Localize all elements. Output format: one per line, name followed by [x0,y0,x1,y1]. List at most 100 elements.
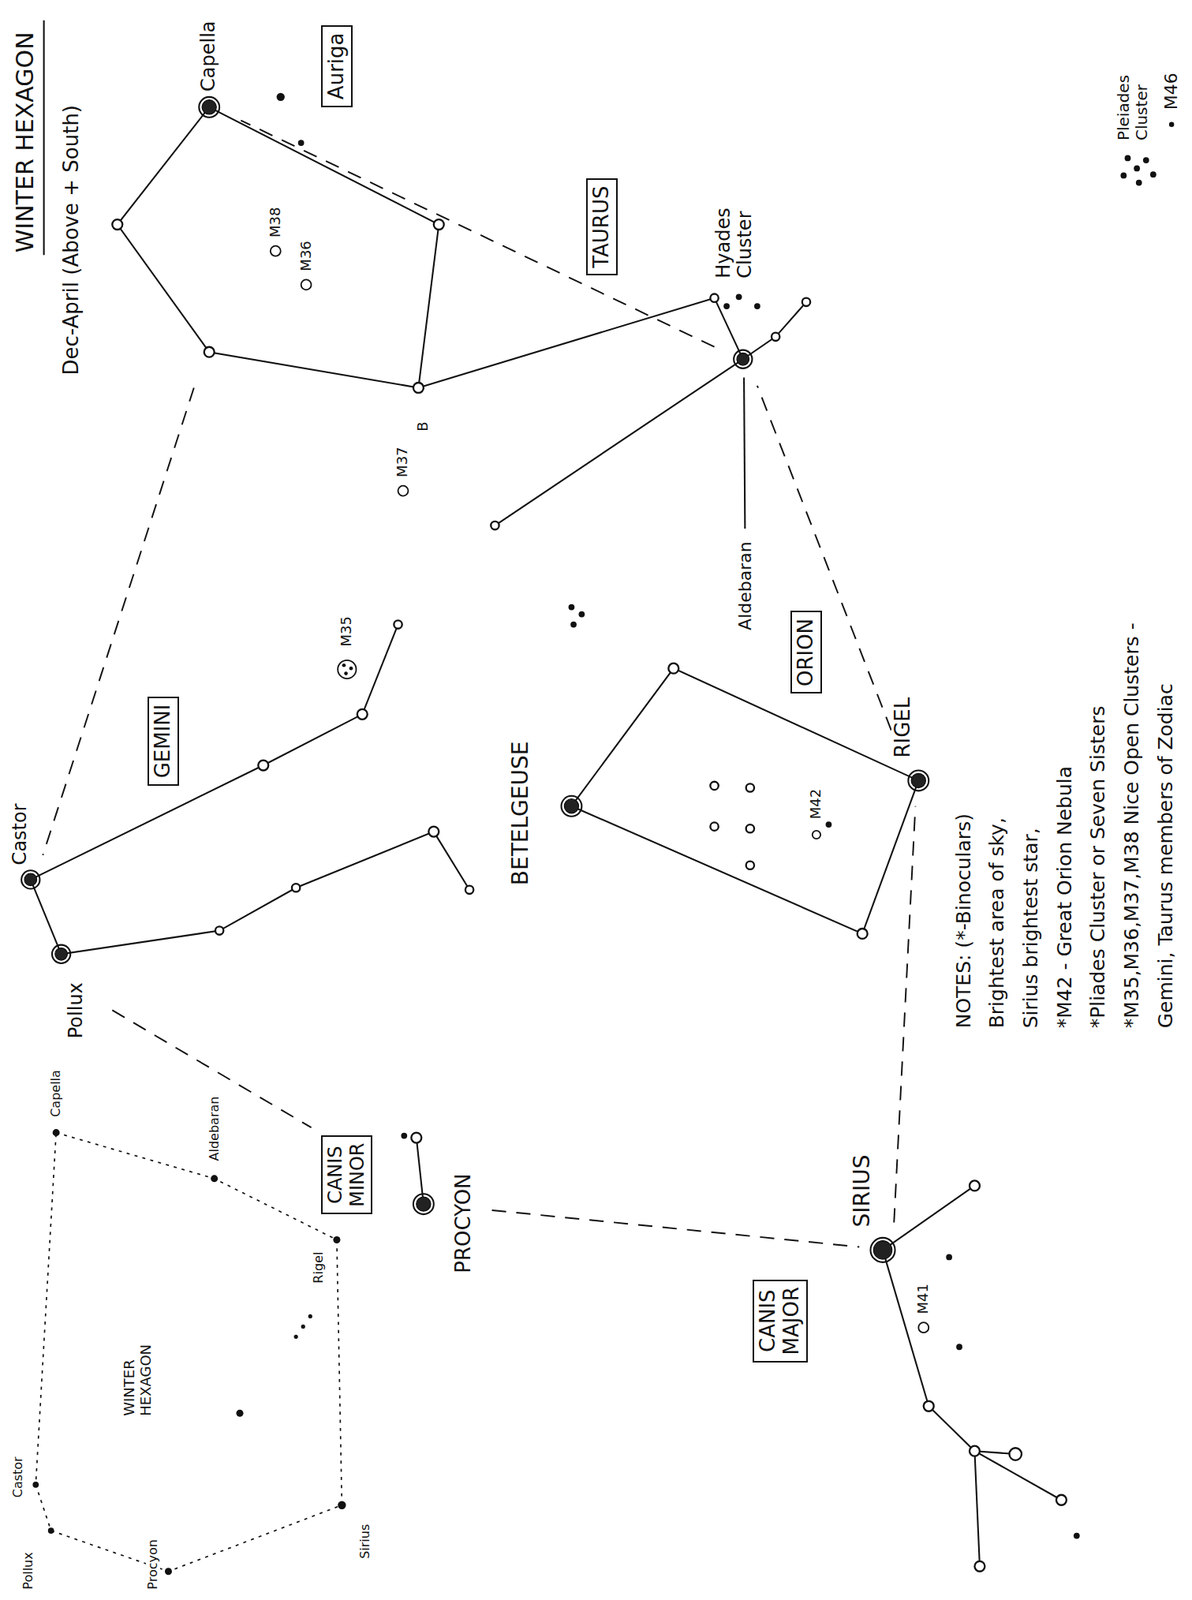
star [393,620,402,628]
inset-star [52,1128,60,1136]
inset-star [332,1236,341,1244]
star-dot [568,604,576,611]
inset-star [235,1409,243,1417]
cluster-symbol [301,279,312,290]
cluster-dot [1135,179,1143,187]
star-dot [400,1132,408,1140]
inset-hexagon [35,1132,342,1572]
star-dot [579,611,586,618]
bright-star [561,795,583,817]
auriga-figure [117,107,440,389]
canis-major-figure [974,1450,980,1566]
chart-title: WINTER HEXAGON [11,28,40,255]
chart-label: M42 [807,785,825,822]
star [413,382,424,393]
bright-star [908,769,929,791]
star [969,1180,980,1191]
hexagon-line [757,385,901,754]
cluster-dot [1120,172,1127,180]
inset-star [32,1481,39,1488]
bright-star [21,870,40,889]
chart-label: Sirius [358,1520,373,1562]
cluster-dot [1124,155,1132,162]
belt-star [709,781,718,790]
star [204,347,215,358]
cluster-symbol [270,246,281,257]
constellation-box: Auriga [321,25,353,108]
leader-line [743,377,745,529]
star [668,663,679,674]
star [802,298,811,307]
hexagon-line [893,806,916,1223]
inset-star [301,1324,306,1329]
star [969,1446,980,1457]
star-dot [825,821,833,828]
star [357,709,368,720]
cluster-symbol [918,1322,929,1333]
chart-label: Aldebaran [735,538,755,633]
bright-star [911,773,926,788]
chart-label: WINTER HEXAGON [121,1341,154,1419]
bright-star [870,1237,895,1263]
bright-star [873,1240,892,1260]
orion-figure [571,668,919,934]
bright-star [55,948,68,961]
star-dot [298,139,305,146]
chart-label: Castor [11,1453,26,1500]
bright-star [52,945,71,964]
chart-label: SIRIUS [849,1151,875,1230]
star [709,293,718,302]
star-dot [956,1343,963,1350]
constellation-name: CANIS MAJOR [756,1286,804,1356]
cluster-dot [723,302,730,310]
constellation-box: CANIS MINOR [321,1135,373,1215]
chart-label: Capella [48,1066,64,1120]
chart-label: RIGEL [891,694,916,761]
star [923,1401,935,1412]
bright-star [201,100,217,115]
inset-star [210,1174,218,1182]
constellation-name: GEMINI [151,703,176,779]
constellation-box: CANIS MAJOR [752,1279,808,1363]
bright-star [736,353,750,367]
star [411,1132,422,1144]
inset-star [48,1527,55,1534]
hexagon-line [42,387,194,855]
chart-label: BETELGEUSE [508,737,534,888]
star [257,760,269,771]
cluster-dot [754,302,761,310]
cluster-dot [349,666,354,671]
chart-label: Aldebaran [207,1092,222,1163]
chart-label: Castor [9,799,32,867]
chart-label: *Pliades Cluster or Seven Sisters [1087,702,1110,1031]
nebula-symbol [812,830,821,839]
chart-label: *M35,M36,M37,M38 Nice Open Clusters - [1121,619,1144,1031]
chart-label: M35 [338,613,355,650]
chart-label: Rigel [311,1248,326,1286]
bright-star [413,1193,434,1215]
star [215,926,224,935]
taurus-figure [743,302,807,359]
chart-label: Dec-April (Above + South) [59,101,84,378]
constellation-box: GEMINI [147,696,180,786]
star [433,219,445,230]
star-dot [276,93,285,101]
chart-label: PROCYON [452,1170,476,1276]
belt-star [746,861,755,870]
star [1008,1447,1022,1461]
bright-star [416,1196,431,1211]
gemini-figure [30,831,470,954]
chart-label: Sirius brightest star, [1020,824,1043,1031]
chart-label: M38 [267,204,284,240]
star [1056,1494,1067,1506]
cluster-dot [1169,122,1174,128]
belt-star [746,783,755,792]
chart-label: M37 [394,444,412,480]
inset-star [294,1334,299,1339]
bright-star [733,350,752,369]
constellation-name: CANIS MINOR [325,1142,369,1207]
hexagon-line [492,1210,860,1248]
cluster-dot [736,293,743,300]
cluster-dot [342,663,347,668]
cluster-dot [1133,165,1140,172]
